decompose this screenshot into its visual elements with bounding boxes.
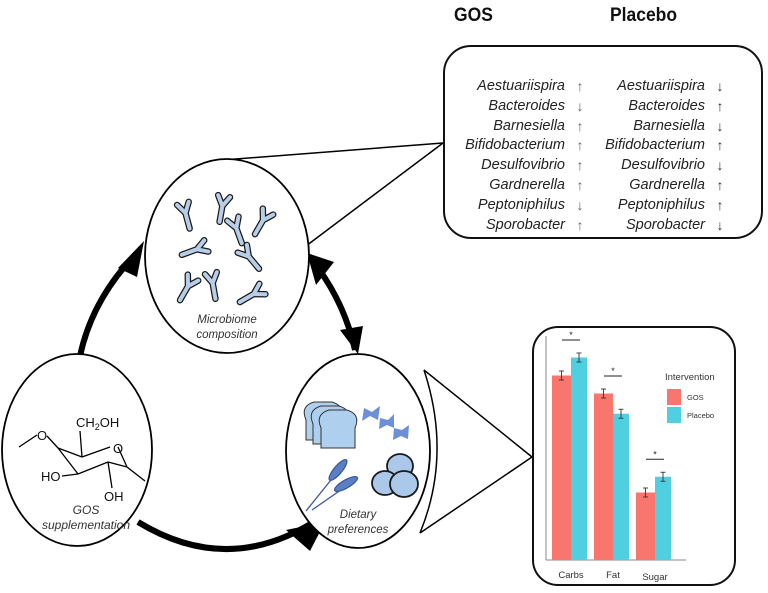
- bacterium-icon: [253, 206, 276, 237]
- arrow-down-icon: ↓: [716, 157, 724, 174]
- arrow-up-icon: ↑: [716, 97, 724, 114]
- arrow-up-icon: ↑: [576, 216, 584, 233]
- arrowhead-icon: [307, 253, 334, 285]
- arrow-up-icon: ↑: [576, 137, 584, 154]
- taxon-name: Bifidobacterium: [605, 137, 705, 154]
- taxon-name: Bifidobacterium: [465, 137, 565, 154]
- ether-o-label: O: [37, 428, 47, 443]
- gos-node: [1, 353, 153, 547]
- taxon-name: Barnesiella: [493, 117, 565, 134]
- legend-title: Intervention: [665, 372, 715, 383]
- legend-label: Placebo: [687, 411, 714, 420]
- bacterium-icon: [178, 272, 201, 303]
- header-gos: GOS: [454, 5, 493, 26]
- bacteria-icon: [173, 191, 277, 306]
- gos-label-2: supplementation: [42, 518, 130, 532]
- arrow-up-icon: ↑: [576, 117, 584, 134]
- header-placebo: Placebo: [610, 5, 678, 26]
- taxon-name: Bacteroides: [488, 97, 565, 114]
- pasta-icon: [362, 406, 409, 440]
- arrow-down-icon: ↓: [716, 117, 724, 134]
- taxon-name: Peptoniphilus: [477, 196, 565, 213]
- arrow-down-icon: ↓: [576, 196, 584, 213]
- taxon-name: Bacteroides: [628, 97, 705, 114]
- taxon-name: Barnesiella: [633, 117, 705, 134]
- gos-direction-arrows: ↑ ↓ ↑ ↑ ↑ ↑ ↓ ↑: [573, 77, 587, 235]
- taxon-name: Aestuariispira: [477, 78, 565, 94]
- significance-marker: *: [569, 330, 573, 340]
- bacterium-icon: [225, 214, 244, 246]
- ring-o-label: O: [113, 441, 123, 456]
- bar-gos: [636, 492, 655, 560]
- arrow-up-icon: ↑: [716, 196, 724, 213]
- taxon-name: Aestuariispira: [617, 78, 705, 94]
- bar-placebo: [571, 357, 587, 560]
- legend-label: GOS: [687, 393, 704, 402]
- bar-gos: [594, 393, 613, 560]
- arrowhead-icon: [118, 241, 144, 277]
- arrow-down-icon: ↓: [716, 216, 724, 233]
- microbiome-label-1: Microbiome: [197, 314, 256, 326]
- taxon-name: Sporobacter: [626, 216, 705, 233]
- bar-placebo: [613, 413, 629, 560]
- arrow-down-icon: ↓: [576, 97, 584, 114]
- zoom-connector-top: [209, 142, 444, 162]
- bacterium-icon: [203, 270, 219, 301]
- bacterium-icon: [237, 281, 268, 304]
- arrow-up-icon: ↑: [576, 78, 584, 94]
- zoom-connector-bottom: [305, 142, 444, 247]
- bacterium-icon: [179, 238, 211, 257]
- dietary-zoom-lens: [419, 369, 438, 534]
- taxon-name: Desulfovibrio: [481, 157, 565, 174]
- ch2oh-label: CH2OH: [76, 415, 119, 432]
- placebo-direction-arrows: ↓ ↑ ↓ ↑ ↓ ↑ ↑ ↓: [713, 77, 727, 235]
- arrow-up-icon: ↑: [716, 137, 724, 154]
- taxon-name: Gardnerella: [629, 176, 705, 193]
- taxon-name: Sporobacter: [486, 216, 565, 233]
- wheat-icon: [305, 459, 359, 512]
- x-tick-label: Carbs: [558, 570, 584, 581]
- bar-gos: [552, 375, 571, 560]
- chart-connector-top: [423, 369, 533, 458]
- taxon-name: Gardnerella: [489, 176, 565, 193]
- dietary-label-2: preferences: [327, 524, 389, 536]
- x-tick-label: Fat: [606, 570, 620, 581]
- bacterium-icon: [216, 193, 232, 224]
- significance-marker: *: [653, 449, 657, 459]
- legend-swatch-gos: [667, 389, 681, 405]
- arrowhead-icon: [340, 326, 363, 354]
- taxon-name: Peptoniphilus: [617, 196, 705, 213]
- legend-swatch-placebo: [667, 407, 681, 423]
- eggs-icon: [371, 453, 419, 498]
- chart-connector-bottom: [419, 456, 533, 534]
- arrow-up-icon: ↑: [576, 176, 584, 193]
- bacterium-icon: [175, 199, 192, 231]
- bar-placebo: [655, 476, 671, 560]
- microbiome-label-2: composition: [196, 329, 257, 341]
- significance-marker: *: [611, 366, 615, 376]
- oh-label: OH: [104, 489, 124, 504]
- ho-label: HO: [41, 469, 61, 484]
- arrow-up-icon: ↑: [576, 157, 584, 174]
- dietary-label-1: Dietary: [340, 509, 378, 521]
- x-tick-label: Sugar: [642, 572, 667, 583]
- bacterium-icon: [235, 242, 261, 271]
- arrow-up-icon: ↑: [716, 176, 724, 193]
- bread-icon: [303, 401, 358, 449]
- galactose-molecule-icon: [18, 430, 146, 489]
- arrow-down-icon: ↓: [716, 78, 724, 94]
- taxon-name: Desulfovibrio: [621, 157, 705, 174]
- gos-label-1: GOS: [73, 503, 100, 517]
